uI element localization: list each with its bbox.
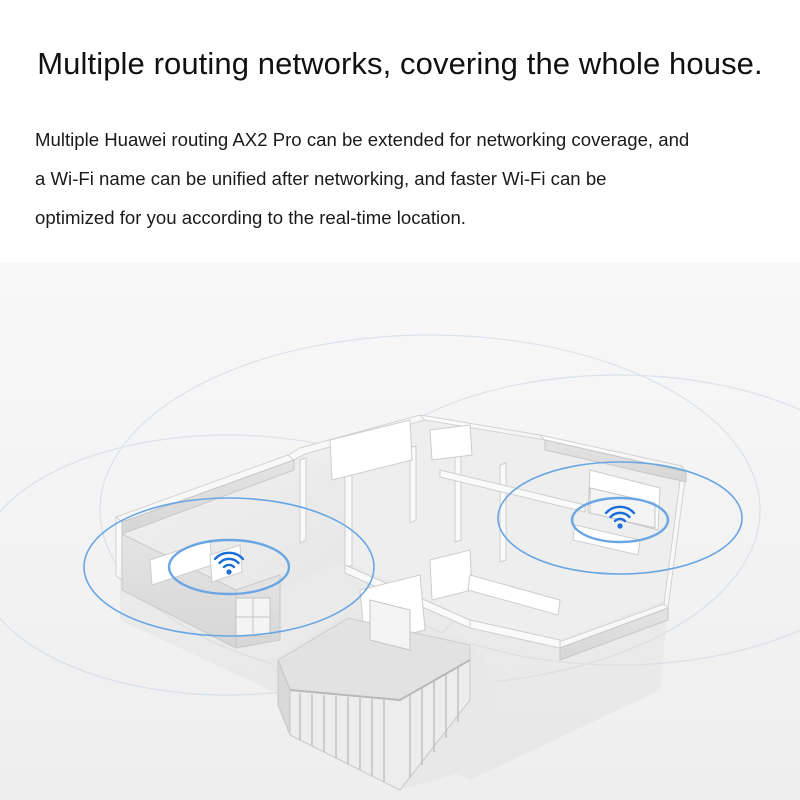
description-line-3: optimized for you according to the real-… (35, 207, 466, 228)
balcony (277, 617, 471, 791)
text-header: Multiple routing networks, covering the … (0, 0, 800, 262)
description-line-1: Multiple Huawei routing AX2 Pro can be e… (35, 129, 690, 150)
description: Multiple Huawei routing AX2 Pro can be e… (35, 120, 775, 237)
floorplan-svg (0, 262, 800, 800)
wifi-icon (604, 505, 636, 529)
headline: Multiple routing networks, covering the … (37, 46, 763, 81)
wifi-icon (213, 551, 245, 575)
signal-rings-left (83, 497, 375, 637)
house-floorplan-illustration (0, 262, 800, 800)
description-line-2: a Wi-Fi name can be unified after networ… (35, 168, 607, 189)
signal-rings-right (497, 461, 743, 575)
